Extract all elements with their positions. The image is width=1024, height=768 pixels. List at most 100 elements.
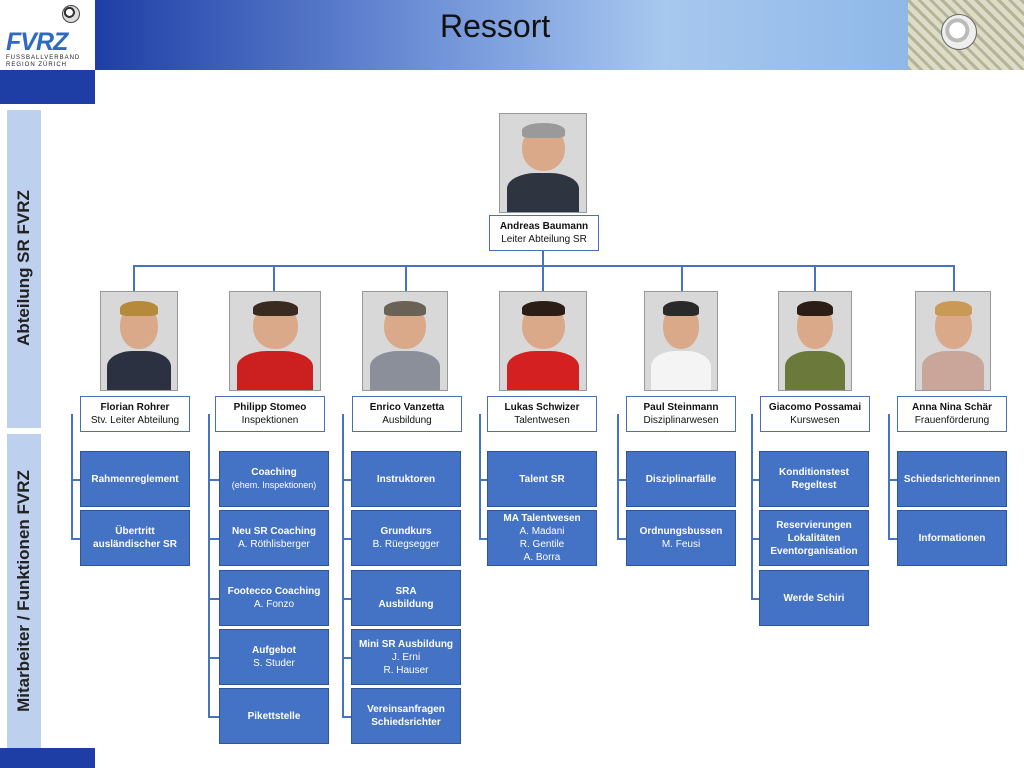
task-assignee: A. Madani [519,526,565,537]
task-assignee: A. Borra [523,552,561,563]
task-title: SRA [395,586,417,597]
connector-line [208,479,219,481]
task-box: Werde Schiri [759,570,869,626]
person-name: Anna Nina Schär [911,402,993,413]
task-title: Informationen [918,532,986,544]
task-title: Reservierungen [776,519,852,531]
ball-in-net-icon [941,14,977,50]
task-title: Werde Schiri [783,592,845,604]
connector-line [751,479,759,481]
person-role: Stv. Leiter Abteilung [90,415,180,426]
task-title: Talent SR [519,473,565,485]
task-title: Footecco Coaching [227,586,321,597]
portrait-shirt [237,350,313,390]
task-title: Neu SR Coaching [232,526,316,537]
connector-line [953,265,955,292]
person-role: Ausbildung [382,415,432,426]
portrait-hair [797,300,833,316]
task-title: MA Talentwesen [503,513,581,524]
task-box: SRA Ausbildung [351,570,461,626]
football-icon [62,5,80,23]
connector-line [342,716,351,718]
task-title: Rahmenreglement [91,473,179,485]
connector-line [542,251,544,265]
portrait-shirt [369,350,441,390]
task-title: Schiedsrichter [371,717,441,728]
portrait-shirt [506,172,580,212]
task-title: Disziplinarfälle [645,473,717,485]
task-title: Ordnungsbussen [639,526,723,537]
connector-line [133,265,955,267]
logo: FVRZ FUSSBALLVERBAND REGION ZÜRICH [0,0,96,70]
person-role: Leiter Abteilung SR [501,234,587,245]
portrait-hair [384,300,426,316]
person-name: Andreas Baumann [499,221,589,232]
task-assignee: R. Gentile [519,539,565,550]
task-title: Coaching [251,467,297,478]
task-title: Übertritt [115,526,155,537]
person-role: Talentwesen [514,415,570,426]
connector-line [208,716,219,718]
header-band [95,0,908,70]
task-assignee: R. Hauser [383,664,429,676]
connector-line [617,414,619,538]
connector-line [751,538,759,540]
connector-line [342,538,351,540]
connector-line [617,538,626,540]
connector-line [342,598,351,600]
portrait-hair [120,300,158,316]
logo-text: FVRZ [6,28,68,56]
portrait-shirt [506,350,580,390]
portrait-florian-rohrer [100,291,178,391]
task-box: MA Talentwesen A. Madani R. Gentile A. Borr… [487,510,597,566]
connector-line [751,414,753,598]
task-box: Übertritt ausländischer SR [80,510,190,566]
person-name: Enrico Vanzetta [369,402,445,413]
logo-subtitle-1: FUSSBALLVERBAND [6,55,81,61]
connector-line [273,265,275,292]
task-assignee: A. Röthlisberger [238,539,310,550]
task-assignee: M. Feusi [661,539,701,550]
person-name: Philipp Stomeo [233,402,307,413]
task-title: Vereinsanfragen [367,704,445,715]
task-title: Pikettstelle [247,710,301,722]
portrait-andreas-baumann [499,113,587,213]
task-title: Ausbildung [378,599,434,610]
task-box: Pikettstelle [219,688,329,744]
person-name: Giacomo Possamai [768,402,862,413]
logo-subtitle-2: REGION ZÜRICH [6,62,67,68]
task-title: ausländischer SR [93,539,177,550]
person-name: Paul Steinmann [643,402,719,413]
portrait-giacomo-possamai [778,291,852,391]
side-label-staff: Mitarbeiter / Funktionen FVRZ [14,470,33,712]
person-name: Florian Rohrer [100,402,170,413]
connector-line [542,265,544,292]
task-box: Coaching (ehem. Inspektionen) [219,451,329,507]
connector-line [71,414,73,538]
portrait-philipp-stomeo [229,291,321,391]
portrait-hair [521,122,565,138]
connector-line [479,479,487,481]
portrait-hair [663,300,699,316]
connector-line [888,538,897,540]
task-box: Ordnungsbussen M. Feusi [626,510,736,566]
task-box: Disziplinarfälle [626,451,736,507]
person-role: Inspektionen [241,415,299,426]
connector-line [342,414,344,716]
connector-line [617,479,626,481]
connector-line [479,538,487,540]
connector-line [681,265,683,292]
task-assignee: (ehem. Inspektionen) [231,480,317,490]
